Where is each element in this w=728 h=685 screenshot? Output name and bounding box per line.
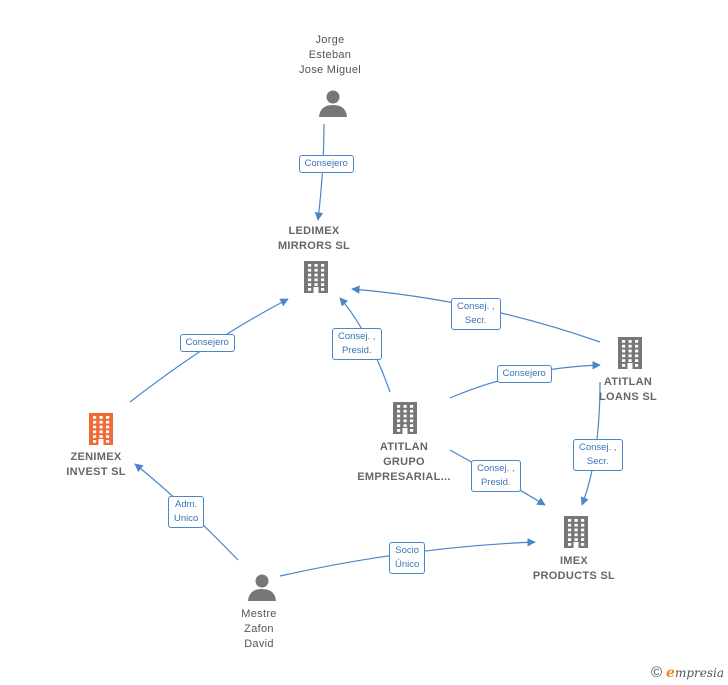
person-icon[interactable] bbox=[248, 574, 276, 602]
building-icon[interactable] bbox=[564, 516, 588, 548]
relation-label[interactable]: Consej. ,Secr. bbox=[451, 298, 501, 330]
person-icon[interactable] bbox=[319, 90, 347, 118]
brand-logo: empresia bbox=[666, 664, 724, 681]
building-icon[interactable] bbox=[393, 402, 417, 434]
relation-label[interactable]: Consejero bbox=[179, 334, 235, 352]
relation-label[interactable]: Adm.Unico bbox=[168, 496, 205, 528]
relation-label[interactable]: Consej. ,Secr. bbox=[573, 439, 623, 471]
building-icon[interactable] bbox=[304, 261, 328, 293]
copyright-icon: © bbox=[650, 664, 663, 681]
relation-label[interactable]: Consej. ,Presid. bbox=[332, 328, 382, 360]
relation-label[interactable]: Consejero bbox=[496, 365, 552, 383]
building-icon[interactable] bbox=[89, 413, 113, 445]
building-icon[interactable] bbox=[618, 337, 642, 369]
relation-label[interactable]: Consej. ,Presid. bbox=[471, 460, 521, 492]
footer-brand[interactable]: © empresia bbox=[651, 664, 724, 681]
relation-label[interactable]: Consejero bbox=[298, 155, 354, 173]
